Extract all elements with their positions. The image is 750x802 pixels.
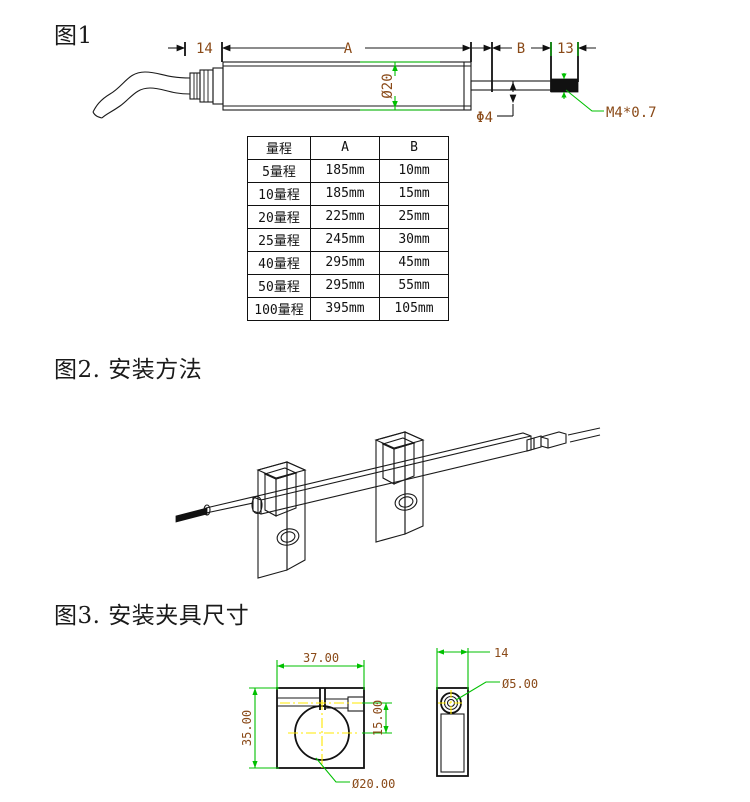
cell-b: 15mm: [379, 182, 449, 206]
table-row: 100量程 395mm 105mm: [247, 297, 449, 321]
fig3-dim-height: 35.00: [240, 687, 279, 769]
table-row: 40量程 295mm 45mm: [247, 251, 449, 275]
fig1-dim-dia20: Ø20: [360, 61, 440, 111]
cell-a: 395mm: [310, 297, 380, 321]
figure2-caption: 图2. 安装方法: [54, 357, 203, 383]
cell-a: 185mm: [310, 159, 380, 183]
cell-b: 55mm: [379, 274, 449, 298]
table-header-a: A: [310, 136, 380, 160]
fig3-side-view: 14 Ø5.00: [436, 646, 538, 777]
fig1-cable: [92, 71, 191, 119]
fig1-rod: [470, 78, 579, 93]
fig3-dim-bore: Ø20.00: [315, 757, 395, 791]
fig3-dim-slot-label: 15.00: [371, 700, 385, 736]
cell-range: 25量程: [247, 228, 311, 252]
table-header-range: 量程: [247, 136, 311, 160]
table-header-row: 量程 A B: [247, 136, 449, 160]
fig1-thread-note: M4*0.7: [561, 73, 657, 121]
fig1-dim-14-label: 14: [196, 41, 213, 57]
fig1-dim-dia4-label: Φ4: [476, 110, 493, 126]
figure1-caption: 图1: [54, 23, 93, 49]
fig3-dim-width: 37.00: [276, 651, 365, 690]
cell-a: 295mm: [310, 251, 380, 275]
fig1-dim-13: 13: [557, 41, 596, 57]
cell-range: 40量程: [247, 251, 311, 275]
fig3-centerlines: [280, 700, 366, 768]
fig1-cable-gland: [189, 67, 224, 105]
fig3-side-centerlines: [438, 690, 464, 716]
cell-b: 30mm: [379, 228, 449, 252]
table-row: 5量程 185mm 10mm: [247, 159, 449, 183]
specification-table: 量程 A B 5量程 185mm 10mm 10量程 185mm 15mm 20…: [247, 136, 449, 321]
fig1-dim-14: 14: [168, 41, 240, 57]
fig3-dim-slot: 15.00: [362, 700, 392, 736]
cell-range: 50量程: [247, 274, 311, 298]
figure3-caption: 图3. 安装夹具尺寸: [54, 603, 250, 629]
fig3-dim-thickness-label: 14: [494, 646, 508, 660]
fig1-dim-b-label: B: [517, 41, 525, 57]
figure1-drawing: 14 A B 13: [92, 41, 657, 126]
fig1-dim-a-label: A: [344, 41, 353, 57]
fig2-gland: [526, 431, 567, 452]
fig1-dim-dia20-label: Ø20: [380, 73, 396, 98]
fig1-thread-note-label: M4*0.7: [606, 105, 657, 121]
fig3-dim-thickness: 14: [436, 646, 508, 690]
fig2-assembly: [175, 427, 601, 579]
cell-b: 105mm: [379, 297, 449, 321]
table-row: 10量程 185mm 15mm: [247, 182, 449, 206]
fig3-dim-height-label: 35.00: [240, 710, 254, 746]
cell-range: 20量程: [247, 205, 311, 229]
fig1-dim-13-label: 13: [557, 41, 574, 57]
fig2-sensor-body: [251, 432, 532, 515]
fig1-dim-a: A: [223, 41, 472, 57]
table-row: 50量程 295mm 55mm: [247, 274, 449, 298]
cell-range: 5量程: [247, 159, 311, 183]
cell-range: 100量程: [247, 297, 311, 321]
fig2-cable: [567, 427, 601, 443]
fig2-clamp-right: [374, 431, 425, 543]
fig1-sensor-body: [222, 61, 472, 111]
fig2-clamp-left: [256, 461, 307, 579]
fig2-rod: [175, 496, 254, 523]
cell-range: 10量程: [247, 182, 311, 206]
cell-a: 245mm: [310, 228, 380, 252]
fig1-green-ticks: [550, 42, 579, 56]
fig3-dim-hole: Ø5.00: [455, 677, 538, 701]
fig1-dim-b: B: [472, 41, 552, 57]
cell-b: 10mm: [379, 159, 449, 183]
fig1-dim-dia4: Φ4: [476, 81, 517, 126]
table-row: 20量程 225mm 25mm: [247, 205, 449, 229]
table-header-b: B: [379, 136, 449, 160]
fig3-dim-width-label: 37.00: [303, 651, 339, 665]
fig3-dim-bore-label: Ø20.00: [352, 777, 395, 791]
table-row: 25量程 245mm 30mm: [247, 228, 449, 252]
cell-a: 185mm: [310, 182, 380, 206]
fig3-dim-hole-label: Ø5.00: [502, 677, 538, 691]
cell-b: 25mm: [379, 205, 449, 229]
cell-a: 295mm: [310, 274, 380, 298]
cell-b: 45mm: [379, 251, 449, 275]
cell-a: 225mm: [310, 205, 380, 229]
fig3-front-view: 37.00 35.00 15.00: [240, 651, 395, 791]
